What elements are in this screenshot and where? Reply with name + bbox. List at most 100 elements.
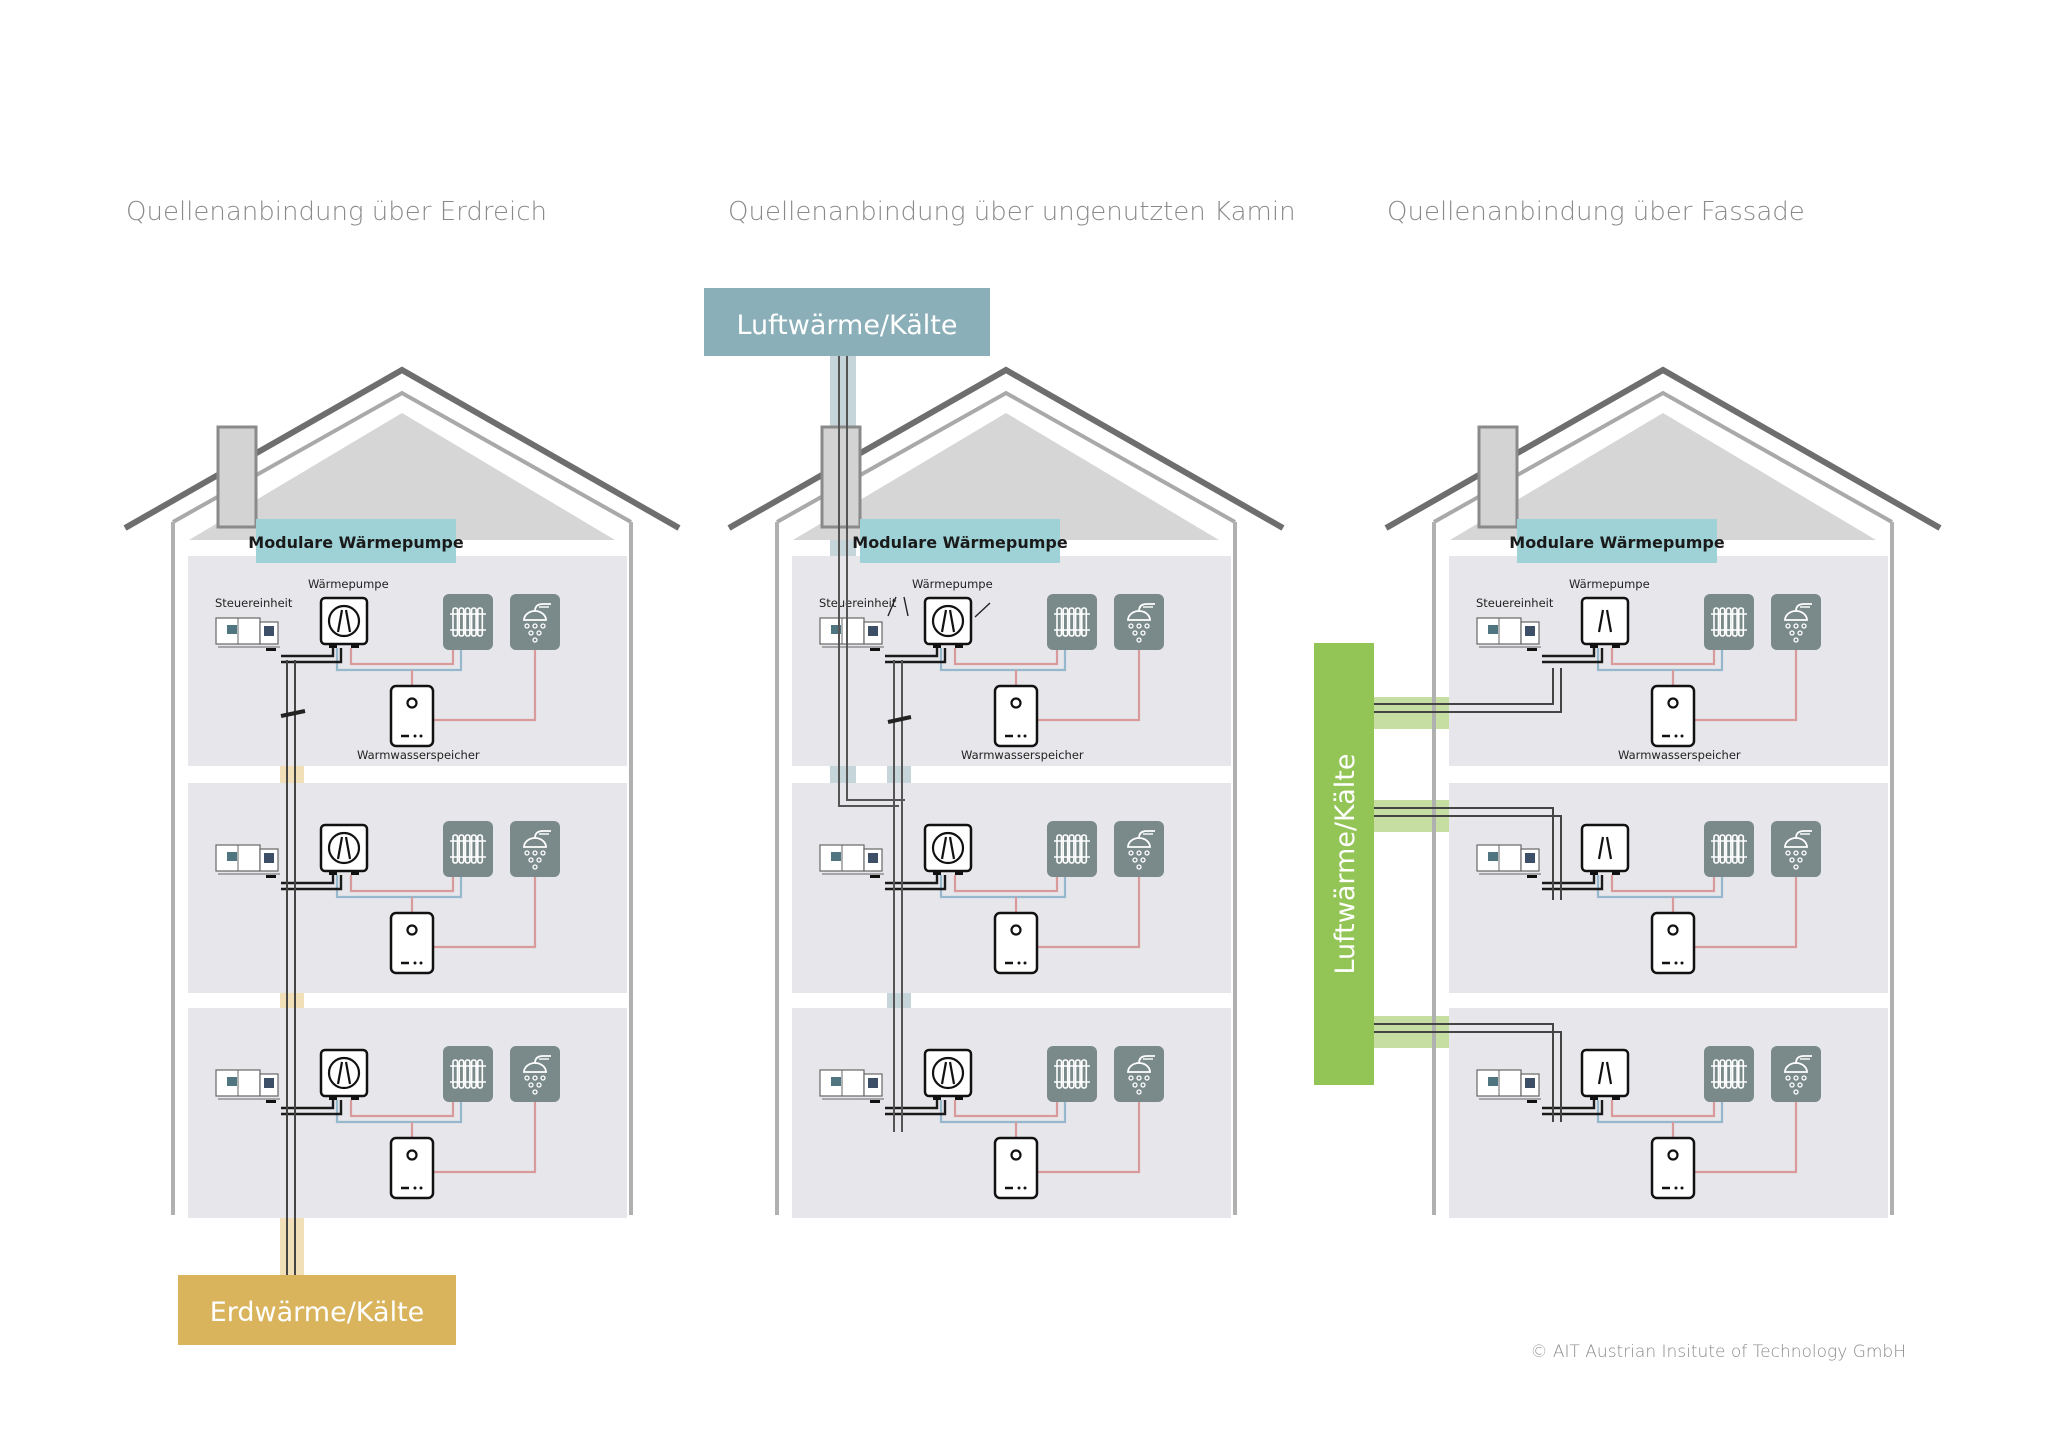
heat-pump-icon	[1580, 596, 1630, 648]
radiator-icon	[443, 594, 493, 650]
pipe-black	[885, 648, 939, 658]
shower-icon	[1114, 1046, 1164, 1102]
hot-water-storage-icon	[993, 1136, 1039, 1200]
hot-water-storage-icon	[389, 911, 435, 975]
pipe-black	[281, 1100, 343, 1116]
shower-icon	[510, 1046, 560, 1102]
panel-title-chimney: Quellenanbindung über ungenutzten Kamin	[728, 197, 1296, 227]
badge-modular-heat-pump: Modulare Wärmepumpe	[1509, 519, 1725, 563]
heat-pump-icon	[923, 823, 973, 875]
shower-icon	[1114, 821, 1164, 877]
pipe-blue	[1596, 875, 1724, 899]
panel-title-facade: Quellenanbindung über Fassade	[1387, 197, 1805, 227]
control-unit-icon	[215, 1069, 280, 1103]
panel-title-ground: Quellenanbindung über Erdreich	[126, 197, 547, 227]
heat-pump-icon	[319, 1048, 369, 1100]
heat-pump-icon	[923, 1048, 973, 1100]
radiator-icon	[1047, 1046, 1097, 1102]
heat-pump-icon	[319, 823, 369, 875]
pipe-black	[1542, 875, 1596, 885]
label-leader	[974, 602, 991, 618]
label-heat-pump: Wärmepumpe	[912, 577, 993, 591]
pipe-red	[1610, 1100, 1716, 1118]
pipe-red	[953, 1100, 1059, 1118]
pipe-black	[281, 1100, 335, 1110]
radiator-icon	[443, 1046, 493, 1102]
pipe-blue	[1596, 648, 1724, 672]
pipe-red	[433, 650, 537, 722]
pipe-red	[433, 877, 537, 949]
control-unit-icon	[215, 617, 280, 651]
houses-layer: Steuereinheit WärmepumpeWarmwasserspeiche…	[123, 366, 1942, 1218]
pipe-black	[885, 875, 947, 891]
source-label-text: Luftwärme/Kälte	[1330, 753, 1361, 974]
hot-water-storage-icon	[389, 684, 435, 748]
source-label-ground: Erdwärme/Kälte	[178, 1275, 456, 1345]
shower-icon	[1771, 821, 1821, 877]
pipe-red	[349, 1100, 455, 1118]
control-unit-icon	[1476, 1069, 1541, 1103]
pipe-red	[953, 875, 1059, 893]
pipe-blue	[939, 1100, 1067, 1124]
source-label-text: Erdwärme/Kälte	[210, 1297, 425, 1328]
control-unit-icon	[819, 617, 884, 651]
badge-modular-heat-pump: Modulare Wärmepumpe	[852, 519, 1068, 563]
control-unit-icon	[1476, 844, 1541, 878]
pipe-blue	[335, 648, 463, 672]
label-control-unit: Steuereinheit	[1476, 596, 1554, 610]
pipe-red	[433, 1102, 537, 1174]
source-label-facade: Luftwärme/Kälte	[1314, 643, 1374, 1085]
control-unit-icon	[819, 844, 884, 878]
heat-pump-icon	[319, 596, 369, 648]
pipe-black	[885, 648, 947, 664]
label-leader	[903, 596, 909, 617]
shower-icon	[510, 821, 560, 877]
pipe-red	[1694, 877, 1798, 949]
badge-text: Modulare Wärmepumpe	[852, 533, 1068, 552]
pipe-black	[281, 875, 335, 885]
chimney	[1477, 425, 1519, 529]
label-control-unit: Steuereinheit	[819, 596, 897, 610]
attic	[189, 413, 615, 540]
pipe-black	[281, 875, 343, 891]
pipe-red	[349, 648, 455, 666]
label-control-unit: Steuereinheit	[215, 596, 293, 610]
facade-pipe-line	[1370, 668, 1554, 705]
hot-water-storage-icon	[1650, 911, 1696, 975]
pipe-red	[1694, 650, 1798, 722]
hot-water-storage-icon	[389, 1136, 435, 1200]
pipe-marker	[887, 715, 912, 724]
control-unit-icon	[819, 1069, 884, 1103]
heat-pump-icon	[923, 596, 973, 648]
pipe-black	[281, 648, 343, 664]
attic	[1450, 413, 1876, 540]
pipe-red	[1037, 650, 1141, 722]
heat-pump-icon	[1580, 1048, 1630, 1100]
radiator-icon	[443, 821, 493, 877]
control-unit-icon	[1476, 617, 1541, 651]
label-leader	[887, 596, 897, 617]
house-0: SteuereinheitWärmepumpeWarmwasserspeiche…	[123, 366, 681, 1218]
shower-icon	[1771, 1046, 1821, 1102]
pipe-blue	[939, 648, 1067, 672]
shower-icon	[1771, 594, 1821, 650]
pipe-red	[1037, 877, 1141, 949]
pipe-red	[349, 875, 455, 893]
hot-water-storage-icon	[1650, 684, 1696, 748]
source-label-chimney: Luftwärme/Kälte	[704, 288, 990, 356]
label-heat-pump: Wärmepumpe	[1569, 577, 1650, 591]
pipe-red	[1610, 875, 1716, 893]
label-storage: Warmwasserspeicher	[961, 748, 1084, 762]
label-heat-pump: Wärmepumpe	[308, 577, 389, 591]
pipe-red	[953, 648, 1059, 666]
pipe-black	[885, 1100, 947, 1116]
house-2: SteuereinheitWärmepumpeWarmwasserspeiche…	[1384, 366, 1942, 1218]
pipe-blue	[939, 875, 1067, 899]
badge-modular-heat-pump: Modulare Wärmepumpe	[248, 519, 464, 563]
hot-water-storage-icon	[993, 911, 1039, 975]
radiator-icon	[1047, 594, 1097, 650]
facade-pipe-line	[1370, 1023, 1554, 1122]
pipe-red	[1694, 1102, 1798, 1174]
source-label-text: Luftwärme/Kälte	[736, 310, 957, 341]
radiator-icon	[1704, 1046, 1754, 1102]
